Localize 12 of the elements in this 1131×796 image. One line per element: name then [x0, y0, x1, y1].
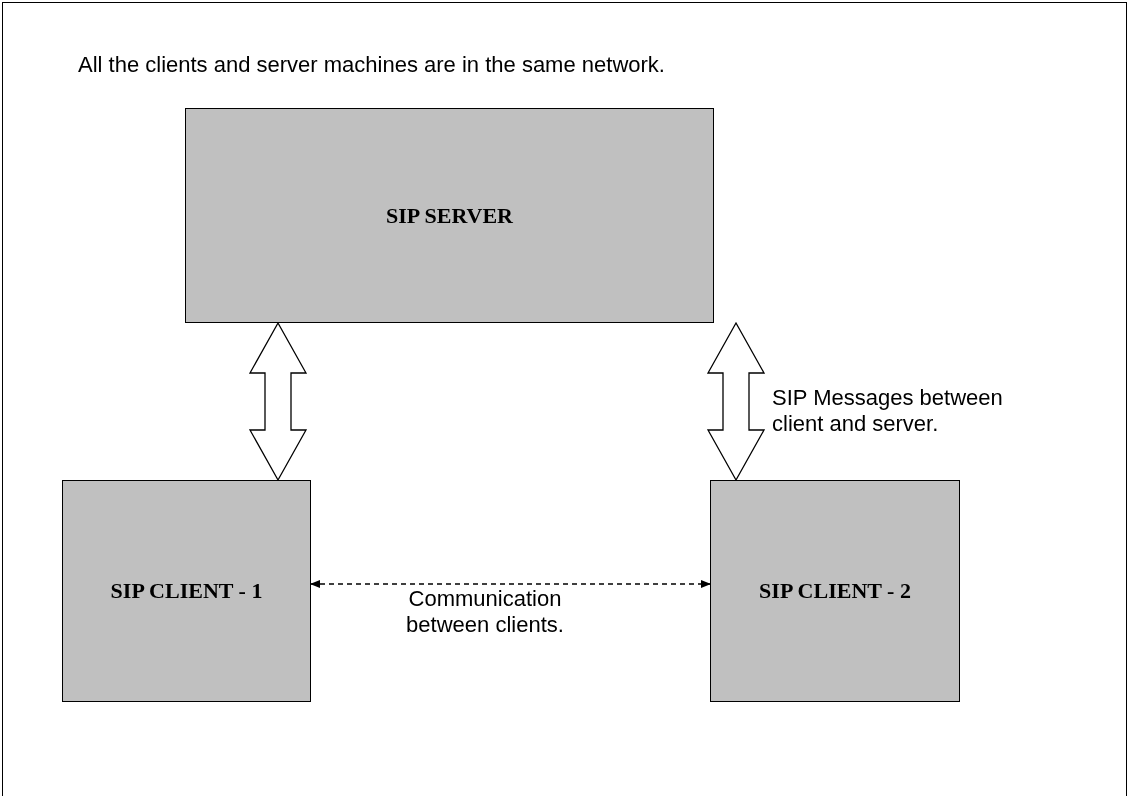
double-block-arrow [248, 321, 308, 482]
double-block-arrow [706, 321, 766, 482]
box-label: SIP CLIENT - 1 [110, 578, 263, 604]
edge-label: SIP Messages between client and server. [772, 385, 1004, 438]
title: All the clients and server machines are in the same network. [78, 52, 665, 79]
arrow [310, 580, 711, 588]
box-label: SIP SERVER [386, 202, 513, 229]
process-box [62, 480, 311, 702]
process-box [710, 480, 960, 702]
process-box [185, 108, 714, 323]
edge-label: Communication between clients. [405, 586, 565, 639]
box-label: SIP CLIENT - 2 [759, 578, 911, 604]
